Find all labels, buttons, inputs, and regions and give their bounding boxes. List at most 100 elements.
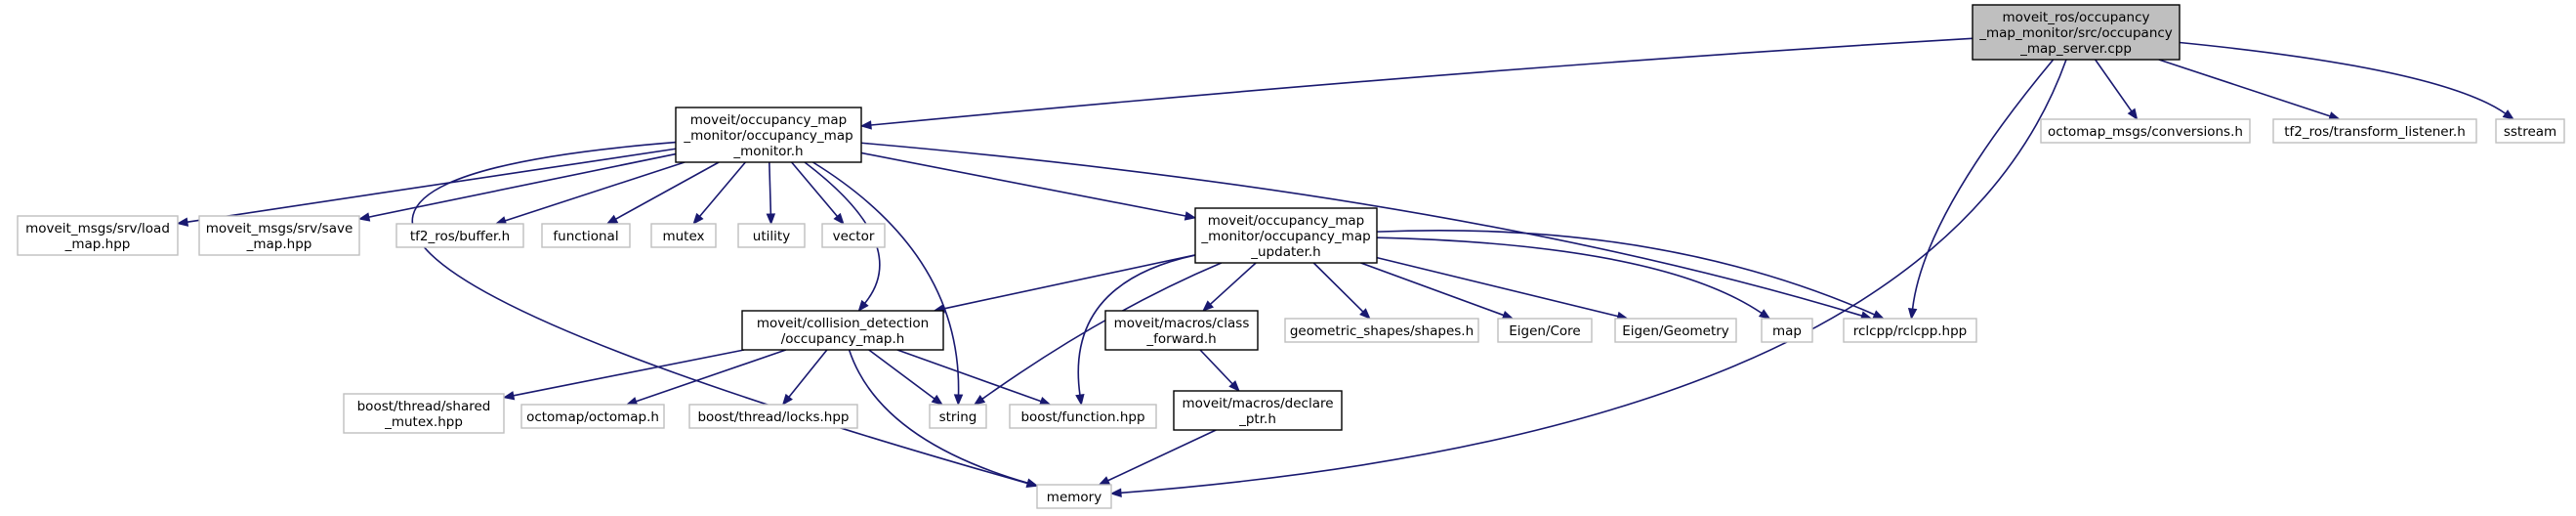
node-server-label-line: _map_server.cpp: [2019, 41, 2132, 57]
arrowhead-monitor-to-vector: [833, 212, 845, 226]
node-shared-mutex[interactable]: boost/thread/shared_mutex.hpp: [343, 393, 505, 434]
node-functional[interactable]: functional: [541, 223, 631, 248]
edge-monitor-to-functional: [615, 161, 720, 220]
node-collision-label-line: /occupancy_map.h: [781, 331, 905, 347]
node-eigen-geometry-box: [1614, 318, 1737, 343]
node-eigen-core-label-line: Eigen/Core: [1509, 323, 1581, 339]
node-mutex-label-line: mutex: [662, 229, 704, 244]
node-function[interactable]: boost/function.hpp: [1009, 404, 1157, 429]
node-locks-label-line: boost/thread/locks.hpp: [697, 409, 849, 425]
edge-collision-to-octomap: [636, 349, 787, 403]
node-load-map[interactable]: moveit_msgs/srv/load_map.hpp: [17, 215, 179, 256]
node-functional-label-line: functional: [553, 229, 618, 244]
node-class-forward-label-line: moveit/macros/class: [1114, 316, 1250, 331]
node-declare-ptr[interactable]: moveit/macros/declare_ptr.h: [1173, 390, 1343, 431]
node-memory[interactable]: memory: [1036, 484, 1112, 509]
node-server-label-line: _map_monitor/src/occupancy: [1978, 25, 2173, 41]
node-sstream-box: [2495, 118, 2565, 144]
node-shared-mutex-label-line: boost/thread/shared: [357, 399, 491, 414]
arrowhead-collision-to-locks: [781, 393, 793, 407]
node-buffer[interactable]: tf2_ros/buffer.h: [395, 223, 524, 248]
node-server-label-line: moveit_ros/occupancy: [2002, 10, 2149, 25]
edge-monitor-to-vector: [791, 161, 839, 217]
edge-monitor-to-mutex: [698, 161, 746, 217]
edge-monitor-to-load_map: [187, 148, 677, 224]
node-conversions[interactable]: octomap_msgs/conversions.h: [2040, 118, 2251, 144]
edge-updater-to-function: [1077, 254, 1196, 396]
node-function-label-line: boost/function.hpp: [1020, 409, 1144, 425]
node-map[interactable]: map: [1761, 318, 1813, 343]
edge-collision-to-shared_mutex: [513, 349, 745, 397]
node-transform-listener[interactable]: tf2_ros/transform_listener.h: [2272, 118, 2477, 144]
arrowhead-server-to-sstream: [2502, 109, 2515, 120]
edge-updater-to-string: [981, 262, 1223, 400]
edge-updater-to-eigen_geometry: [1376, 256, 1619, 318]
node-save-map-box: [198, 215, 360, 256]
edge-server-to-memory: [1120, 59, 2067, 494]
node-conversions-box: [2040, 118, 2251, 144]
edge-collision-to-string: [868, 349, 935, 400]
arrowhead-monitor-to-mutex: [692, 212, 704, 226]
node-rclcpp-label-line: rclcpp/rclcpp.hpp: [1853, 323, 1968, 339]
node-shapes[interactable]: geometric_shapes/shapes.h: [1284, 318, 1479, 343]
node-memory-box: [1036, 484, 1112, 509]
edge-monitor-to-utility: [769, 161, 772, 215]
arrowhead-collision-to-string: [931, 394, 943, 406]
edge-updater-to-eigen_core: [1360, 262, 1505, 317]
node-utility[interactable]: utility: [737, 223, 806, 248]
node-monitor-label-line: moveit/occupancy_map: [690, 112, 848, 128]
arrowhead-collision-to-memory: [1025, 478, 1039, 488]
node-collision-box: [741, 310, 944, 351]
node-utility-label-line: utility: [753, 229, 790, 244]
node-mutex[interactable]: mutex: [650, 223, 717, 248]
node-map-label-line: map: [1772, 323, 1802, 339]
edge-server-to-rclcpp: [1911, 59, 2055, 310]
node-shared-mutex-label-line: _mutex.hpp: [384, 414, 463, 430]
nodes: moveit_ros/occupancy_map_monitor/src/occ…: [17, 4, 2565, 509]
node-server[interactable]: moveit_ros/occupancy_map_monitor/src/occ…: [1972, 4, 2181, 61]
node-locks[interactable]: boost/thread/locks.hpp: [688, 404, 858, 429]
node-sstream[interactable]: sstream: [2495, 118, 2565, 144]
edge-collision-to-memory: [848, 349, 1028, 484]
node-save-map[interactable]: moveit_msgs/srv/save_map.hpp: [198, 215, 360, 256]
node-rclcpp[interactable]: rclcpp/rclcpp.hpp: [1843, 318, 1977, 343]
node-utility-box: [737, 223, 806, 248]
node-class-forward-box: [1104, 310, 1259, 351]
node-declare-ptr-box: [1173, 390, 1343, 431]
edge-collision-to-locks: [788, 349, 828, 398]
node-class-forward[interactable]: moveit/macros/class_forward.h: [1104, 310, 1259, 351]
node-save-map-label-line: moveit_msgs/srv/save: [206, 221, 353, 236]
node-mutex-box: [650, 223, 717, 248]
node-conversions-label-line: octomap_msgs/conversions.h: [2048, 124, 2243, 140]
node-string[interactable]: string: [929, 404, 987, 429]
node-collision[interactable]: moveit/collision_detection/occupancy_map…: [741, 310, 944, 351]
edge-updater-to-map: [1376, 236, 1763, 315]
arrowhead-monitor-to-save_map: [357, 212, 371, 222]
node-buffer-box: [395, 223, 524, 248]
node-octomap[interactable]: octomap/octomap.h: [520, 404, 665, 429]
node-vector[interactable]: vector: [821, 223, 886, 248]
node-eigen-core[interactable]: Eigen/Core: [1497, 318, 1593, 343]
node-map-box: [1761, 318, 1813, 343]
node-string-label-line: string: [939, 409, 977, 425]
arrowhead-class_forward-to-declare_ptr: [1228, 380, 1240, 392]
node-locks-box: [688, 404, 858, 429]
edge-server-to-conversions: [2095, 59, 2133, 112]
node-octomap-box: [520, 404, 665, 429]
arrowhead-updater-to-eigen_core: [1501, 310, 1515, 320]
node-load-map-label-line: _map.hpp: [64, 236, 131, 252]
arrowhead-updater-to-shapes: [1359, 308, 1371, 320]
node-updater-box: [1194, 207, 1378, 264]
arrowhead-monitor-to-load_map: [176, 217, 189, 227]
node-load-map-label-line: moveit_msgs/srv/load: [25, 221, 170, 236]
arrowhead-monitor-to-updater: [1184, 211, 1197, 221]
node-updater-label-line: _monitor/occupancy_map: [1200, 229, 1370, 244]
node-updater[interactable]: moveit/occupancy_map_monitor/occupancy_m…: [1194, 207, 1378, 264]
arrowhead-collision-to-shared_mutex: [502, 391, 516, 401]
edge-monitor-to-updater: [860, 151, 1186, 217]
node-eigen-geometry[interactable]: Eigen/Geometry: [1614, 318, 1737, 343]
arrowhead-updater-to-map: [1758, 309, 1771, 320]
node-monitor[interactable]: moveit/occupancy_map_monitor/occupancy_m…: [675, 107, 862, 163]
edge-server-to-monitor: [870, 37, 1974, 126]
